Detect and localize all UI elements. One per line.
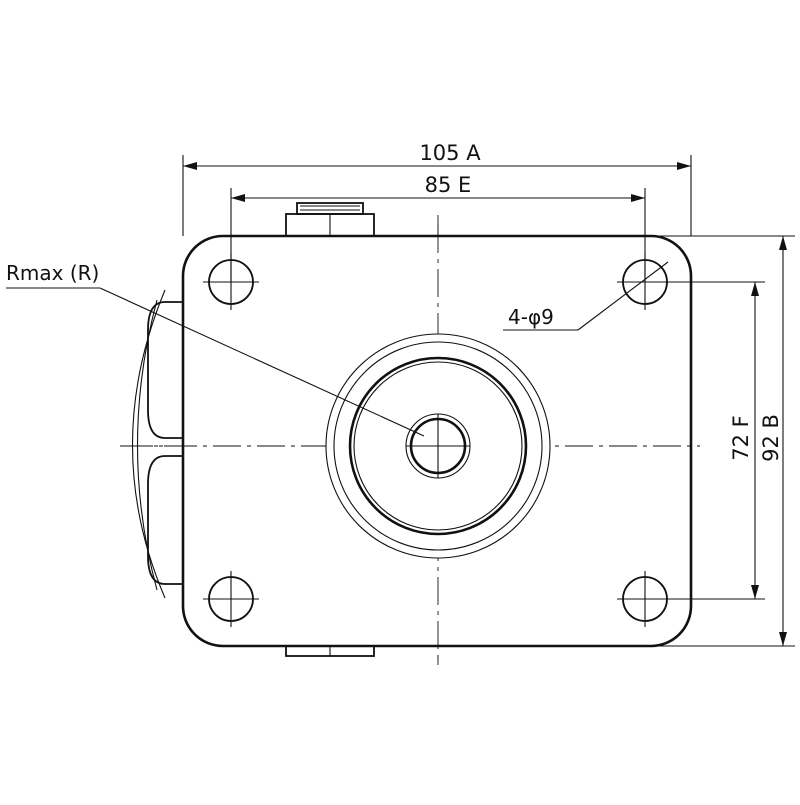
leader-swivel-radius (6, 287, 425, 437)
label-mount-holes: 4-φ9 (508, 305, 554, 329)
mount-hole-bottom-left (203, 571, 259, 627)
label-overall-height: 92 B (759, 414, 783, 462)
label-overall-width: 105 A (419, 141, 481, 165)
dimension-overall-height (655, 235, 795, 647)
label-hole-spacing-height: 72 F (729, 415, 753, 460)
bottom-nut (285, 645, 375, 657)
central-bearing (325, 333, 551, 559)
dimension-hole-spacing-height (645, 281, 765, 600)
label-swivel-radius: Rmax (R) (6, 261, 99, 285)
top-nut (285, 202, 375, 237)
label-hole-spacing-width: 85 E (425, 173, 472, 197)
leader-mount-holes (503, 261, 669, 331)
dimension-overall-width (182, 155, 692, 236)
dimension-hole-spacing-width (230, 188, 646, 282)
wheel-housing-left (132, 289, 183, 599)
